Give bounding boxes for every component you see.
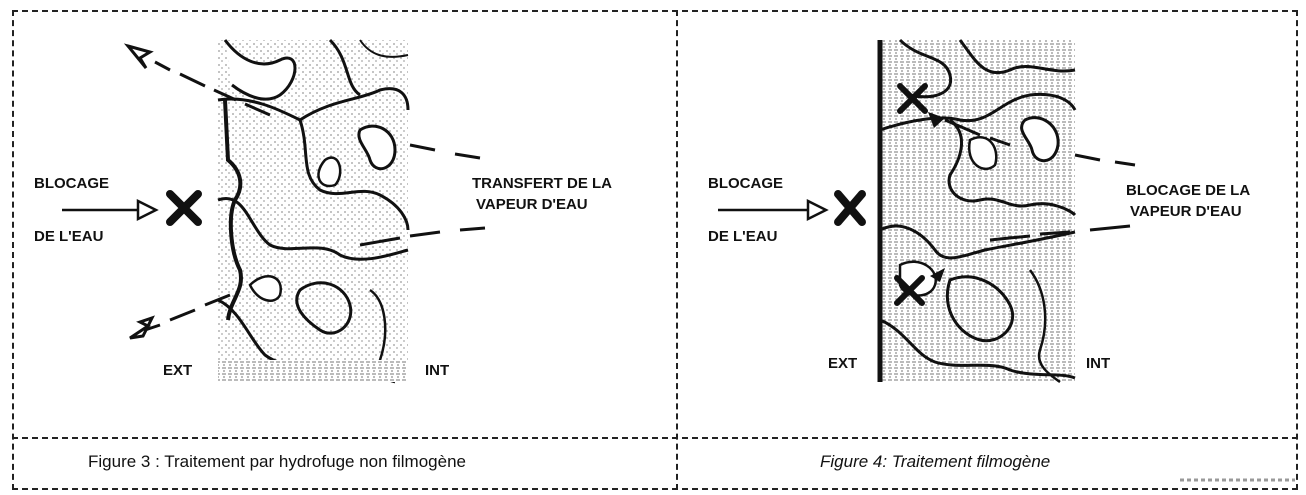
fig4-ext-label: EXT xyxy=(828,355,857,373)
figure4-diagram xyxy=(718,40,1135,382)
fig3-transfert-label: TRANSFERT DE LA xyxy=(472,175,612,193)
fig3-vapeur-label: VAPEUR D'EAU xyxy=(476,196,588,214)
figure4-caption: Figure 4: Traitement filmogène xyxy=(820,452,1050,476)
figure3-diagram xyxy=(62,40,485,382)
fig4-int-label: INT xyxy=(1086,355,1110,373)
fig3-blocage-label: BLOCAGE xyxy=(34,175,109,193)
fig4-blocage-label: BLOCAGE xyxy=(708,175,783,193)
figure3-caption: Figure 3 : Traitement par hydrofuge non … xyxy=(88,452,466,476)
fig4-vapeur-label: VAPEUR D'EAU xyxy=(1130,203,1242,221)
fig3-int-label: INT xyxy=(425,362,449,380)
fig3-eau-label: DE L'EAU xyxy=(34,228,103,246)
fig4-blocage-vapeur-label: BLOCAGE DE LA xyxy=(1126,182,1250,200)
fig4-eau-label: DE L'EAU xyxy=(708,228,777,246)
fig3-ext-label: EXT xyxy=(163,362,192,380)
